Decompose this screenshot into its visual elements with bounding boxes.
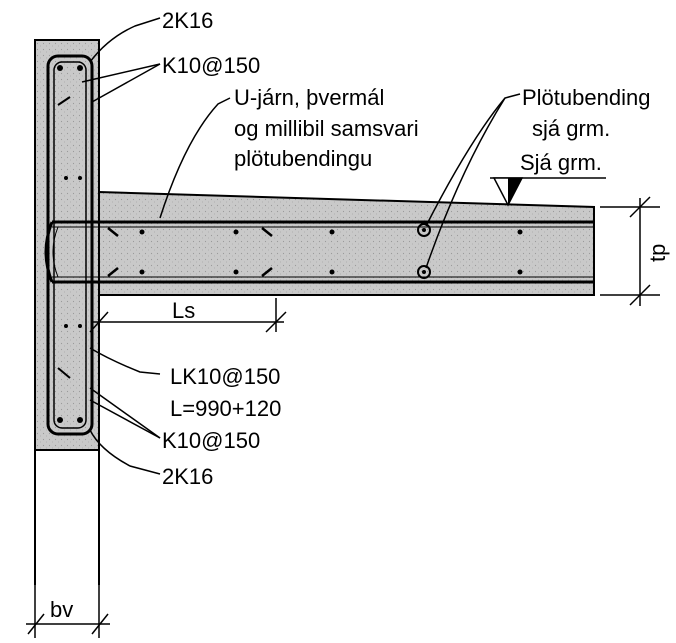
- leader-lk10: [89, 347, 161, 375]
- plate-bar-bottom-dot: [422, 270, 426, 274]
- tp-tick: [629, 196, 651, 218]
- rebar-dot: [139, 229, 145, 235]
- elevation-triangle-fill: [508, 178, 522, 205]
- rebar-dot: [233, 229, 239, 235]
- label-top-2k16: 2K16: [162, 8, 213, 33]
- bv-tick: [27, 613, 45, 635]
- leader-top-k10-b: [91, 63, 161, 103]
- rebar-dot: [517, 269, 523, 275]
- wall-inner-stirrup: [53, 61, 87, 429]
- u-bar-left-hook: [44, 221, 54, 283]
- bar-tick: [107, 267, 119, 277]
- label-lk10-line1: LK10@150: [170, 364, 280, 389]
- label-bv: bv: [50, 597, 73, 622]
- slab-section: [98, 190, 595, 296]
- bar-tick: [107, 227, 119, 237]
- bar-tick: [261, 227, 273, 237]
- rebar-dot: [139, 269, 145, 275]
- label-bottom-2k16: 2K16: [162, 464, 213, 489]
- wall-bar-tick: [57, 96, 71, 106]
- plate-bar-top-dot: [422, 228, 426, 232]
- rebar-dot: [233, 269, 239, 275]
- wall-bar-tick: [57, 367, 71, 379]
- wall-corner-bar: [77, 417, 83, 423]
- ls-tick: [265, 311, 287, 333]
- label-ls: Ls: [172, 298, 195, 323]
- bv-tick: [91, 613, 109, 635]
- label-ujarn-line3: plötubendingu: [234, 146, 372, 171]
- tp-tick: [629, 284, 651, 306]
- wall-corner-bar: [77, 65, 83, 71]
- label-tp: tp: [645, 244, 670, 262]
- label-ujarn-line2: og millibil samsvari: [234, 116, 419, 141]
- leader-ujarn: [159, 97, 231, 219]
- label-ujarn-line1: U-járn, þvermál: [234, 85, 384, 110]
- label-bottom-k10: K10@150: [162, 428, 260, 453]
- plate-bar-top: [417, 223, 431, 237]
- label-lk10-line2: L=990+120: [170, 396, 281, 421]
- rebar-dot: [329, 229, 335, 235]
- wall-outer-stirrup: [46, 54, 94, 436]
- wall-corner-bar: [57, 417, 63, 423]
- rebar-dot: [329, 269, 335, 275]
- u-bar-left-hook-inner: [52, 226, 59, 278]
- label-sja-grm: Sjá grm.: [520, 150, 602, 175]
- ls-tick: [89, 311, 109, 333]
- wall-corner-bar: [57, 65, 63, 71]
- label-top-k10: K10@150: [162, 53, 260, 78]
- leader-bottom-k10-a: [89, 387, 161, 439]
- rebar-dot: [64, 324, 68, 328]
- plate-bar-bottom: [417, 265, 431, 279]
- rebar-dot: [517, 229, 523, 235]
- wall-section: [34, 39, 100, 451]
- leader-top-k10-a: [81, 63, 161, 83]
- label-plotu-line1: Plötubending: [522, 85, 650, 110]
- rebar-dot: [64, 176, 68, 180]
- label-plotu-line2: sjá grm.: [532, 116, 610, 141]
- leader-bottom-2k16: [89, 429, 161, 475]
- leader-top-2k16: [89, 17, 161, 63]
- rebar-dot: [78, 176, 82, 180]
- leader-plotu-b: [425, 97, 506, 269]
- rebar-dot: [78, 324, 82, 328]
- bar-tick: [261, 267, 273, 277]
- leader-bottom-k10-b: [89, 399, 161, 439]
